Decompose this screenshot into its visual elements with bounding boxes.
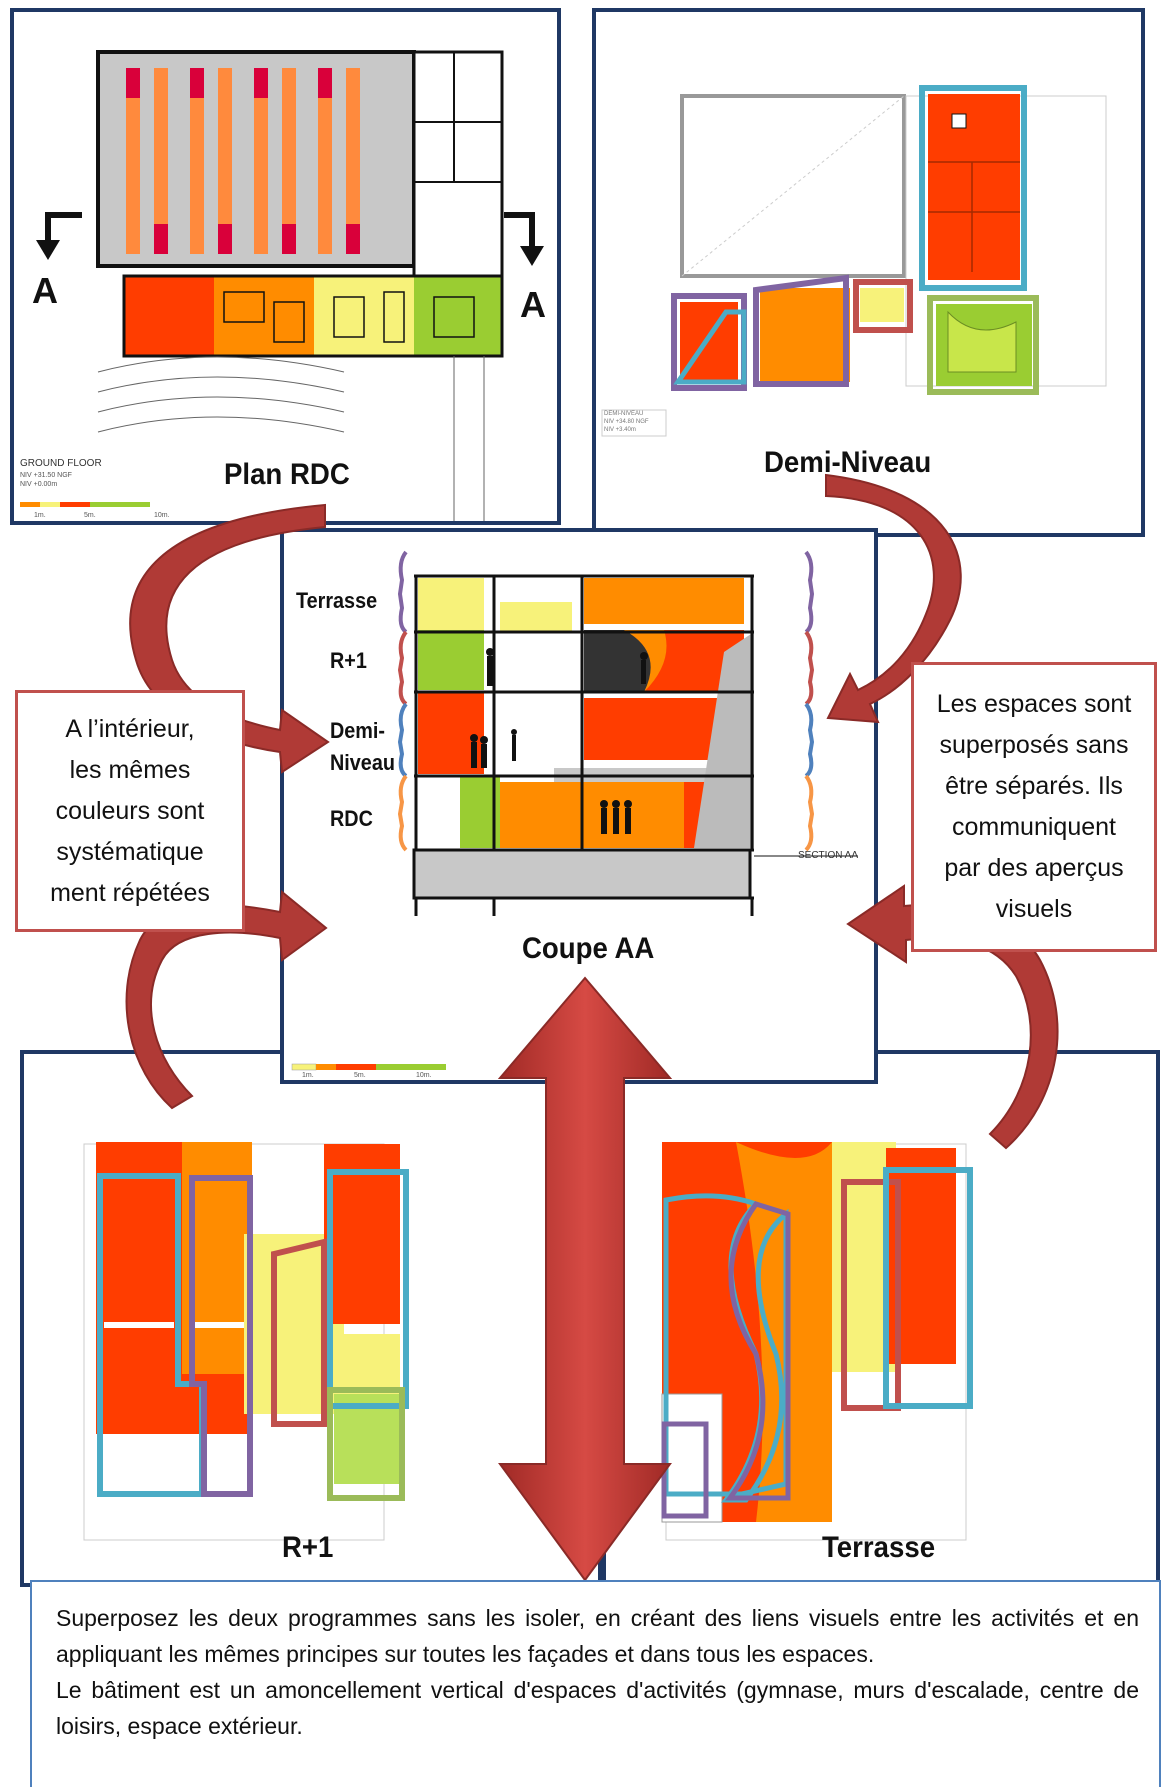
callout-right-line-6: visuels [995,895,1073,923]
terrasse-title: Terrasse [822,1531,936,1564]
ground-floor-level-1: NIV +31.50 NGF [20,472,72,479]
panel-r-plus-1: R+1 [20,1050,602,1587]
coupe-scale-1m: 1m. [302,1072,314,1079]
section-aa-label: SECTION AA [798,850,859,861]
callout-right-line-4: communiquent [952,813,1116,841]
coupe-scale-5m: 5m. [354,1072,366,1079]
r-plus-1-title: R+1 [282,1531,334,1564]
coupe-aa-drawing [291,550,858,1071]
scale-10m: 10m. [154,512,170,519]
callout-left-line-2: les mêmes [69,755,191,784]
ground-floor-level-2: NIV +0.00m [20,481,58,488]
demi-niveau-stamp-3: NIV +3.40m [604,427,636,433]
section-marker-left: A [32,270,58,311]
callout-right-line-3: être séparés. Ils [945,772,1123,800]
callout-right: Les espaces sont superposés sans être sé… [911,662,1157,952]
callout-left-line-5: ment répétées [50,878,210,907]
coupe-scale-10m: 10m. [416,1072,432,1079]
level-label-terrasse: Terrasse [296,588,378,613]
panel-plan-rdc: A A GROUND FLOOR NIV +31.50 NGF NIV +0.0… [10,8,561,525]
demi-niveau-title: Demi-Niveau [764,446,932,479]
demi-niveau-stamp-2: NIV +34.80 NGF [604,419,649,425]
plan-rdc-drawing [20,50,544,521]
demi-niveau-stamp-1: DEMI-NIVEAU [604,411,644,417]
callout-left-line-4: systématique [56,837,204,866]
callout-right-line-5: par des aperçus [944,854,1124,882]
caption-box: Superposez les deux programmes sans les … [30,1580,1161,1787]
r-plus-1-drawing [83,1142,409,1541]
scale-1m: 1m. [34,512,46,519]
terrasse-drawing [661,1142,973,1541]
demi-niveau-drawing [601,85,1107,437]
callout-right-line-1: Les espaces sont [936,690,1132,718]
ground-floor-label: GROUND FLOOR [20,458,102,469]
level-label-demi: Demi- [330,718,386,743]
callout-left-line-1: A l’intérieur, [65,714,195,743]
callout-right-line-2: superposés sans [939,731,1129,759]
panel-coupe-aa: Terrasse R+1 Demi- Niveau RDC SECTION AA… [280,528,878,1084]
level-label-niveau: Niveau [330,750,395,775]
caption-paragraph-2: Le bâtiment est un amoncellement vertica… [56,1677,1139,1739]
level-label-rdc: RDC [330,806,373,831]
callout-left-line-3: couleurs sont [55,796,205,825]
level-label-r-plus-1: R+1 [330,648,367,673]
scale-5m: 5m. [84,512,96,519]
panel-demi-niveau: DEMI-NIVEAU NIV +34.80 NGF NIV +3.40m De… [592,8,1145,537]
coupe-aa-title: Coupe AA [522,932,655,965]
section-marker-right: A [520,284,546,325]
callout-left: A l’intérieur, les mêmes couleurs sont s… [15,690,245,932]
plan-rdc-title: Plan RDC [224,458,350,491]
panel-terrasse: Terrasse [602,1050,1160,1587]
caption-paragraph-1: Superposez les deux programmes sans les … [56,1605,1139,1667]
